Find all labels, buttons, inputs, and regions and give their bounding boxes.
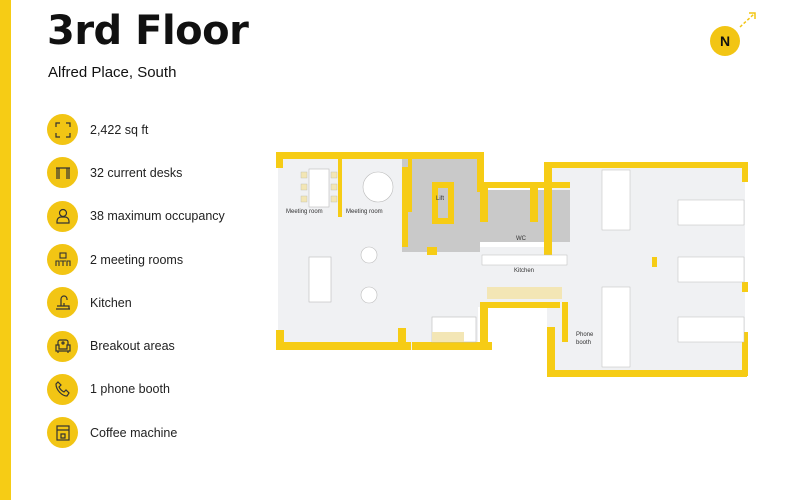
person-icon xyxy=(47,200,78,232)
feature-area: 2,422 sq ft xyxy=(47,108,225,151)
feature-desks: 32 current desks xyxy=(47,151,225,194)
feature-kitchen: Kitchen xyxy=(47,281,225,324)
accent-bar xyxy=(0,0,11,500)
label-meeting-room-1: Meeting room xyxy=(286,209,323,215)
feature-breakout: Breakout areas xyxy=(47,324,225,367)
floor-plan: Meeting room Meeting room Lift WC Kitche… xyxy=(276,152,748,377)
feature-label: Kitchen xyxy=(90,295,132,310)
feature-label: 1 phone booth xyxy=(90,382,170,397)
coffee-machine-icon xyxy=(47,417,78,449)
north-compass: N xyxy=(710,26,740,56)
feature-label: 38 maximum occupancy xyxy=(90,209,225,224)
desk-icon xyxy=(47,157,78,189)
label-kitchen: Kitchen xyxy=(514,268,534,274)
label-phone-booth-2: booth xyxy=(576,340,591,346)
label-lift: Lift xyxy=(436,196,444,202)
armchair-icon xyxy=(47,330,78,362)
core-area xyxy=(402,157,480,252)
feature-meeting-rooms: 2 meeting rooms xyxy=(47,238,225,281)
feature-label: 2,422 sq ft xyxy=(90,122,149,137)
feature-list: 2,422 sq ft 32 current desks 38 maximum … xyxy=(47,108,225,454)
area-frame-icon xyxy=(47,114,78,146)
feature-coffee: Coffee machine xyxy=(47,411,225,454)
feature-label: Coffee machine xyxy=(90,425,178,440)
north-arrow-icon xyxy=(739,12,756,28)
label-meeting-room-2: Meeting room xyxy=(346,209,383,215)
feature-occupancy: 38 maximum occupancy xyxy=(47,195,225,238)
page-subtitle: Alfred Place, South xyxy=(48,64,177,81)
label-phone-booth: Phone xyxy=(576,332,594,338)
meeting-room-icon xyxy=(47,244,78,276)
feature-phone-booth: 1 phone booth xyxy=(47,368,225,411)
page-title: 3rd Floor xyxy=(47,8,249,54)
feature-label: 2 meeting rooms xyxy=(90,252,184,267)
feature-label: 32 current desks xyxy=(90,165,183,180)
label-wc: WC xyxy=(516,236,527,242)
feature-label: Breakout areas xyxy=(90,339,175,354)
kitchen-tap-icon xyxy=(47,287,78,319)
phone-icon xyxy=(47,373,78,405)
